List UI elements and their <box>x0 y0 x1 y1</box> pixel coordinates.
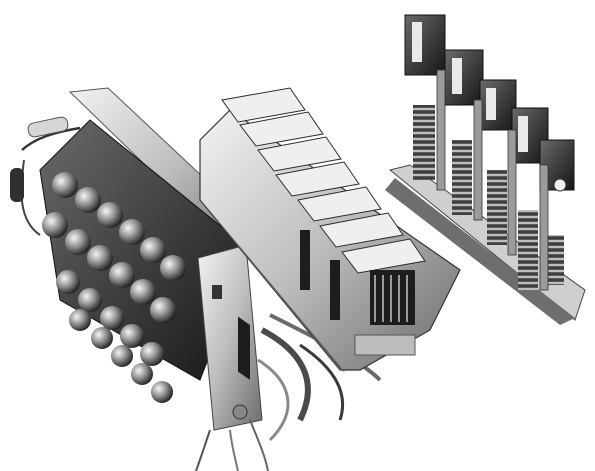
terminal-screw-block <box>10 87 271 471</box>
coil-springs <box>413 105 564 290</box>
relay-contact-housing <box>199 87 461 381</box>
screw-rows <box>42 172 186 403</box>
spring-contact-strip <box>385 14 586 325</box>
